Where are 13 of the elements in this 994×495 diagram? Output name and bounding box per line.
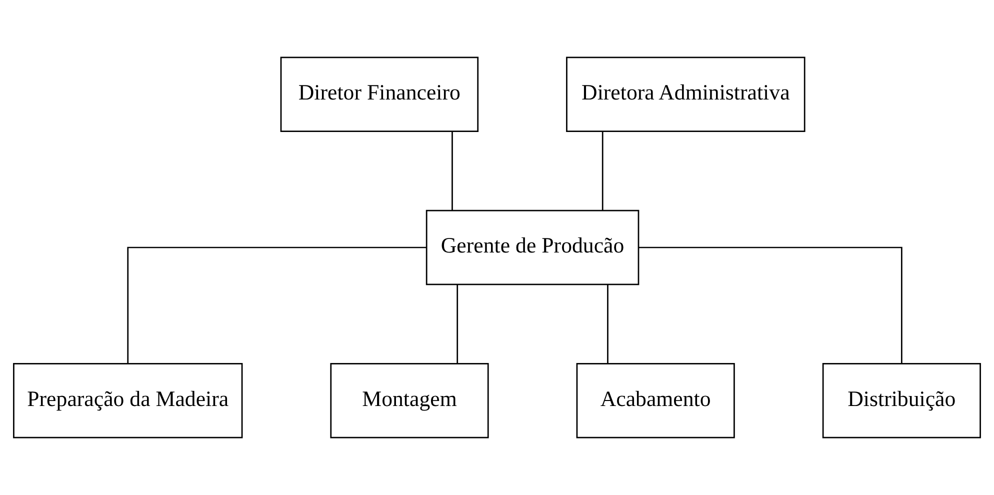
connector	[452, 131, 453, 210]
node-box: Acabamento	[576, 363, 735, 438]
node-box: Montagem	[330, 363, 489, 438]
node-box: Diretora Administrativa	[566, 56, 806, 132]
connector	[638, 246, 902, 364]
connector	[456, 284, 458, 364]
connector	[127, 246, 426, 364]
node-box: Preparação da Madeira	[13, 363, 243, 438]
connector	[602, 131, 604, 210]
node-box: Gerente de Producão	[426, 210, 640, 286]
node-box: Diretor Financeiro	[280, 56, 479, 132]
node-box: Distribuição	[822, 363, 981, 438]
connector	[607, 284, 608, 364]
